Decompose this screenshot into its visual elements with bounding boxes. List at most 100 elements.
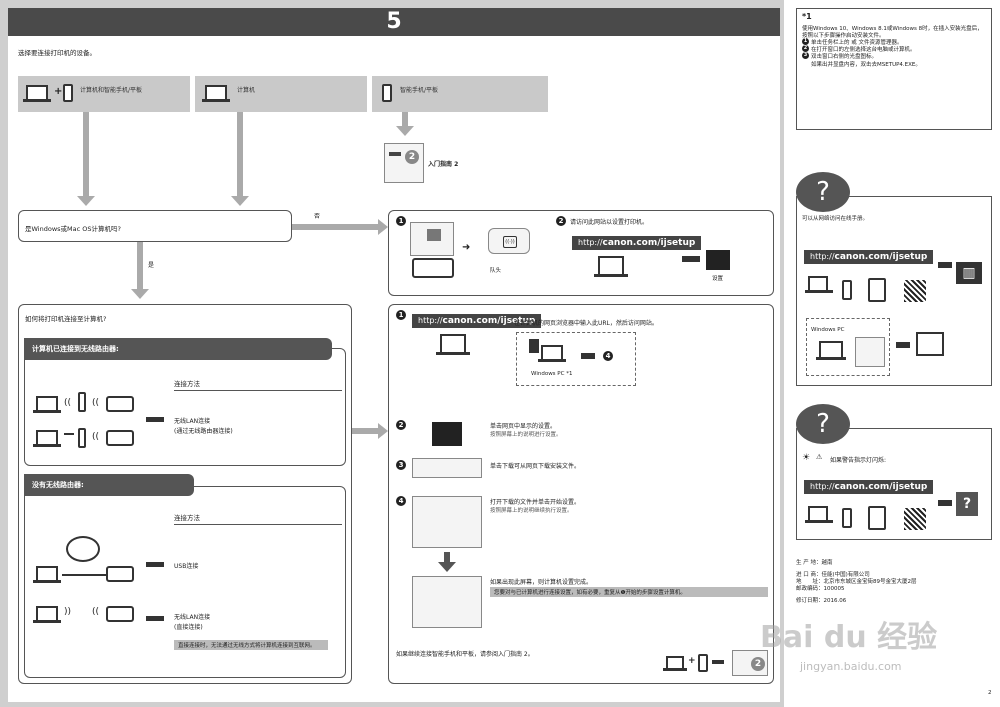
disc-icon <box>529 339 539 353</box>
bottom-text: 如果继续连接智能手机和平板，请参阅入门指南 2。 <box>396 649 534 658</box>
list-number: 3 <box>802 52 809 59</box>
start-setup-image <box>412 496 482 548</box>
cable-icon <box>64 433 74 435</box>
laptop-icon <box>541 345 563 359</box>
url-text: canon.com/ijsetup <box>603 238 696 248</box>
open-book-icon <box>916 332 944 356</box>
router-icon <box>78 392 86 412</box>
plus-icon: + <box>688 656 696 666</box>
url-text: canon.com/ijsetup <box>835 252 928 262</box>
wifi-icon: (( <box>92 432 99 442</box>
download-screen-image <box>412 458 482 478</box>
arrow-right-icon <box>938 262 952 268</box>
arrow-right-icon <box>938 500 952 506</box>
footnote-item: 双击窗口右侧的光盘图标。 <box>811 52 877 60</box>
laptop-base-icon <box>594 274 628 277</box>
method-heading: 连接方法 <box>174 512 200 522</box>
alarm-light-icon: ☀ <box>802 453 810 463</box>
page-number-header: 5 <box>8 8 780 36</box>
step-icon-label: 队头 <box>490 266 501 274</box>
corner-page-number: 2 <box>988 690 992 696</box>
colophon-label: 修订日期： <box>796 598 824 604</box>
laptop-base-icon <box>202 99 230 102</box>
wifi-label: 无线LAN连接 <box>174 612 210 621</box>
arrow-line <box>137 242 143 290</box>
help-window-image <box>855 337 885 367</box>
wifi-icon: (( <box>64 398 71 408</box>
colophon-maker: 生 产 地：越南 <box>796 558 833 566</box>
step2-text: 请访问此网站以设置打印机。 <box>570 217 648 226</box>
wifi-icon: (( <box>92 398 99 408</box>
step1-text: 在计算机的网页浏览器中输入此URL，然后访问网站。 <box>514 318 658 327</box>
arrow-head <box>77 196 95 206</box>
router-yes-box <box>24 348 346 466</box>
colophon-value: 100005 <box>824 586 845 592</box>
setup-icon <box>706 250 730 270</box>
watermark: Bai du 经验 <box>760 612 937 656</box>
laptop-icon <box>666 656 684 668</box>
windows-pc-label: Windows PC <box>811 327 844 333</box>
method-heading: 连接方法 <box>174 378 200 388</box>
question-icon: ? <box>956 492 978 516</box>
laptop-base-icon <box>805 290 833 293</box>
router-no-title: 没有无线路由器: <box>24 474 194 496</box>
step-number: 2 <box>396 420 406 430</box>
cable-icon <box>62 574 106 576</box>
arrow-right-icon <box>581 353 595 359</box>
guide-label[interactable]: 入门指南 2 <box>428 159 458 168</box>
printer-icon <box>106 396 134 412</box>
colophon-value: 2016.06 <box>824 598 847 604</box>
arrow-right-icon: ➜ <box>462 242 470 253</box>
laptop-icon <box>808 506 828 520</box>
usb-label: USB连接 <box>174 561 198 570</box>
arrow-line <box>83 112 89 196</box>
printer-icon <box>106 430 134 446</box>
colophon-value: 越南 <box>822 560 833 566</box>
step4-text: 打开下载的文件并单击开始设置。 <box>490 497 580 506</box>
printer-icon <box>106 566 134 582</box>
wifi-icon: ((·)) <box>503 236 517 248</box>
step-number: 4 <box>396 496 406 506</box>
warning-url[interactable]: http://canon.com/ijsetup <box>804 480 933 494</box>
laptop-base-icon <box>33 620 61 623</box>
setup-url[interactable]: http://canon.com/ijsetup <box>572 236 701 250</box>
arrow-right-icon <box>146 616 164 621</box>
laptop-base-icon <box>33 444 61 447</box>
step-number: 1 <box>396 310 406 320</box>
arrow-line <box>402 112 408 126</box>
laptop-icon <box>440 334 466 352</box>
step5-note: 您要对与已计算机进行连接设置，如有必要，重复从❶开始的步骤设置计算机。 <box>490 587 768 597</box>
step2-sub: 按照屏幕上的说明进行设置。 <box>490 430 562 438</box>
arrow-line <box>237 112 243 196</box>
laptop-base-icon <box>816 357 846 360</box>
arrow-right-icon <box>146 417 164 422</box>
device-box-phone[interactable]: 智能手机/平板 <box>372 76 548 112</box>
guide-booklet[interactable]: 2 <box>384 143 424 183</box>
wifi-icon: (( <box>92 607 99 617</box>
arrow-head <box>438 562 456 572</box>
laptop-icon <box>36 430 58 444</box>
button-icon <box>427 229 441 241</box>
wifi-button-image: ((·)) <box>488 228 530 254</box>
arrow-right-icon <box>682 256 700 262</box>
guide-badge: 2 <box>751 657 765 671</box>
question-os: 是Windows或Mac OS计算机吗? <box>25 223 121 233</box>
url-prefix: http:// <box>418 316 443 325</box>
plus-icon: + <box>54 86 62 97</box>
device-label: 计算机和智能手机/平板 <box>80 85 142 94</box>
step-number: 1 <box>396 216 406 226</box>
colophon-label: 邮政编码： <box>796 586 824 592</box>
warning-triangle-icon: ⚠ <box>816 453 822 461</box>
laptop-base-icon <box>805 520 833 523</box>
printer-icon <box>412 258 454 278</box>
manual-url[interactable]: http://canon.com/ijsetup <box>804 250 933 264</box>
wifi-icon: )) <box>64 607 71 617</box>
device-box-pc[interactable]: 计算机 <box>195 76 367 112</box>
device-box-pc-phone[interactable]: + 计算机和智能手机/平板 <box>18 76 190 112</box>
phone-icon <box>63 84 73 102</box>
usb-cable-icon <box>66 536 100 562</box>
warning-text: 如果警告指示灯闪烁: <box>830 455 886 464</box>
arrow-head <box>396 126 414 136</box>
laptop-base-icon <box>436 352 470 355</box>
complete-screen-image <box>412 576 482 628</box>
